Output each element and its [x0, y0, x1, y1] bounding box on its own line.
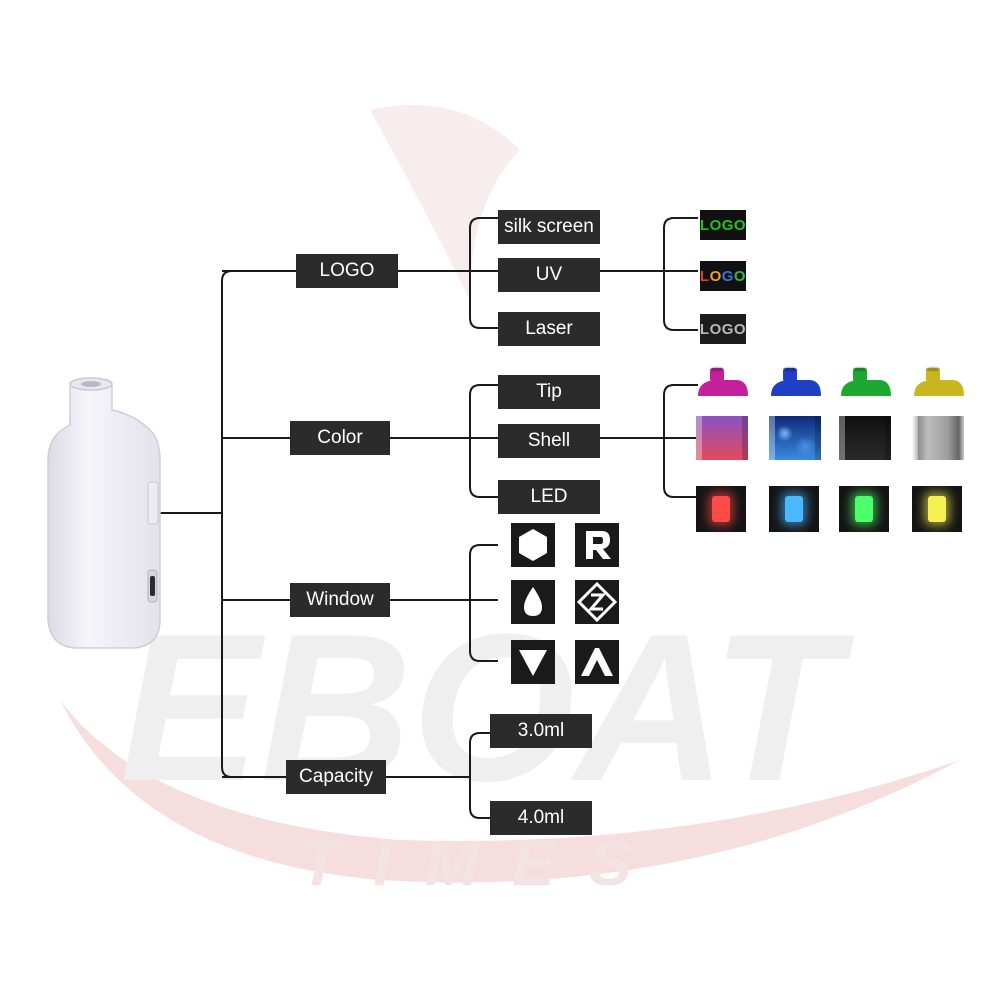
color-option-led: LED: [498, 480, 600, 514]
logo-sample-letter: O: [709, 267, 722, 285]
device-mouthpiece-hole: [81, 381, 101, 387]
triangle-down-icon: [511, 640, 555, 684]
led-glow: [712, 496, 730, 522]
branch-logo: LOGO: [296, 254, 398, 288]
branch-window: Window: [290, 583, 390, 617]
shell-swatch: [696, 416, 748, 460]
letter-r-icon: [575, 523, 619, 567]
device-body: [47, 379, 161, 649]
watermark-sail-shape: [370, 105, 520, 300]
led-swatch: [696, 486, 746, 532]
device-window: [147, 481, 159, 525]
logo-sample-text: LOGO: [699, 320, 747, 338]
logo-sample-text: LOGO: [699, 216, 747, 234]
logo-sample-letter: L: [699, 267, 710, 285]
shell-swatch: [769, 416, 821, 460]
tip-swatch: [914, 366, 964, 396]
droplet-icon: [511, 580, 555, 624]
s-logo-icon: [575, 580, 619, 624]
led-swatch: [912, 486, 962, 532]
capacity-option-4ml: 4.0ml: [490, 801, 592, 835]
logo-sample-letter: O: [733, 267, 747, 285]
capacity-option-3ml: 3.0ml: [490, 714, 592, 748]
watermark-subtitle: TIMES: [300, 827, 666, 899]
led-glow: [928, 496, 946, 522]
device-illustration: [47, 377, 161, 649]
a-logo-icon: [575, 640, 619, 684]
logo-option-silk-screen: silk screen: [498, 210, 600, 244]
logo-option-laser: Laser: [498, 312, 600, 346]
branch-color: Color: [290, 421, 390, 455]
logo-sample-letter: G: [721, 267, 734, 285]
hexagon-icon: [511, 523, 555, 567]
color-option-shell: Shell: [498, 424, 600, 458]
shell-swatch: [912, 416, 964, 460]
logo-option-uv: UV: [498, 258, 600, 292]
color-option-tip: Tip: [498, 375, 600, 409]
logo-sample-laser: LOGO: [700, 314, 746, 344]
led-swatch: [769, 486, 819, 532]
tip-swatch: [698, 366, 748, 396]
logo-sample-silk-screen: LOGO: [700, 210, 746, 240]
tip-swatch: [771, 366, 821, 396]
tip-swatch: [841, 366, 891, 396]
led-swatch: [839, 486, 889, 532]
device-usb-c-icon: [150, 576, 155, 596]
shell-swatch: [839, 416, 891, 460]
led-glow: [785, 496, 803, 522]
led-glow: [855, 496, 873, 522]
watermark-brand: EBOAT: [120, 590, 855, 825]
branch-capacity: Capacity: [286, 760, 386, 794]
watermark-wave-shape: [60, 700, 960, 883]
